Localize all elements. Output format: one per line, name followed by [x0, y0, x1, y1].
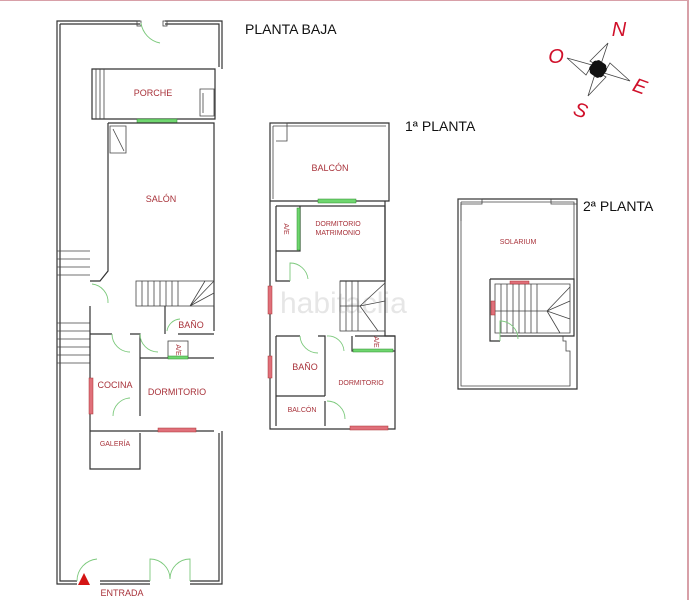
- room-label-balcon-small: BALCÓN: [288, 405, 317, 414]
- first-floor-title: 1ª PLANTA: [405, 118, 476, 134]
- room-label-ae-2: A/E: [372, 336, 379, 348]
- room-label-dormitorio-matrimonio-line2: MATRIMONIO: [316, 230, 362, 237]
- second-floor-plan: SOLARIUM: [457, 198, 578, 390]
- compass-rose-icon: [566, 42, 631, 97]
- first-floor-plan: BALCÓN DORMITORIO MATRIMONIO A/E A/E BAÑ…: [267, 122, 396, 431]
- room-label-salon: SALÓN: [146, 194, 177, 204]
- second-floor-title: 2ª PLANTA: [583, 198, 654, 214]
- ground-floor-plan: PORCHE SALÓN BAÑO A/E COCINA DORMITORIO …: [56, 20, 223, 598]
- room-label-ae: A/E: [174, 344, 181, 356]
- compass-north: N: [612, 19, 627, 41]
- compass-south: S: [570, 98, 591, 123]
- room-label-bano: BAÑO: [292, 362, 318, 372]
- room-label-cocina: COCINA: [97, 380, 132, 390]
- compass-east: E: [630, 74, 651, 99]
- room-label-solarium: SOLARIUM: [500, 239, 537, 246]
- entrance-label: ENTRADA: [100, 588, 143, 598]
- room-label-dormitorio-matrimonio-line1: DORMITORIO: [315, 221, 361, 228]
- room-label-galeria: GALERÍA: [100, 439, 131, 448]
- room-label-dormitorio: DORMITORIO: [148, 387, 206, 397]
- room-label-bano: BAÑO: [178, 320, 204, 330]
- ground-floor-title: PLANTA BAJA: [245, 21, 337, 37]
- room-label-dormitorio: DORMITORIO: [338, 380, 384, 387]
- room-label-balcon: BALCÓN: [311, 163, 348, 173]
- watermark: habitaclia: [280, 287, 407, 320]
- compass-west: O: [548, 46, 564, 68]
- room-label-porche: PORCHE: [134, 88, 173, 98]
- entrance-arrow-icon: [78, 573, 90, 585]
- room-label-ae-1: A/E: [282, 223, 289, 235]
